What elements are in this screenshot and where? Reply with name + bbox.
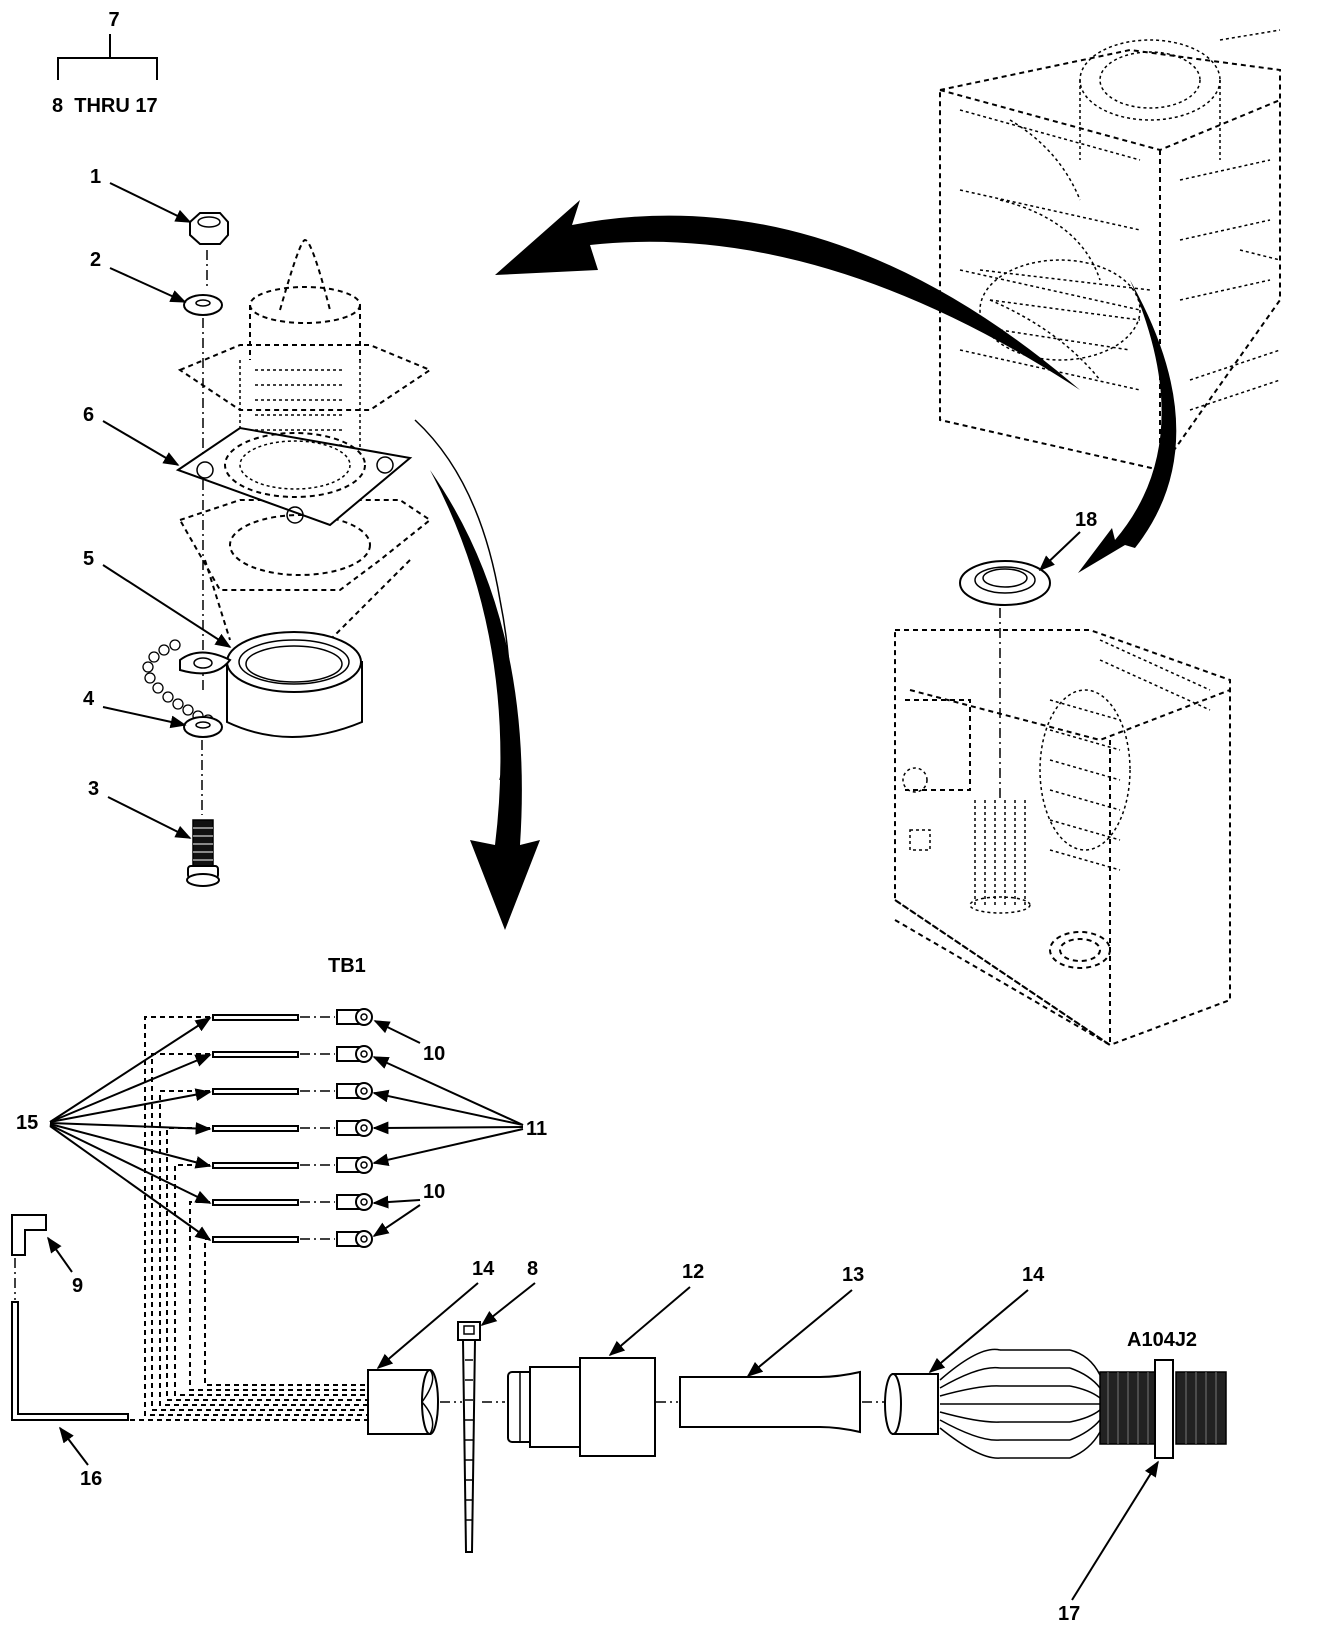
equipment-chassis-upper [495,29,1281,573]
shrink-sleeve-right [884,1373,939,1435]
group-callout: 7 8 THRU 17 [52,9,158,117]
callouts-lower: 10 11 10 15 9 16 14 8 12 13 14 A104J2 [16,1017,1197,1625]
cable-tie [457,1321,481,1553]
connector-label: A104J2 [1127,1329,1197,1351]
sleeve-tube [11,1301,129,1421]
callout-4: 4 [83,688,95,710]
callout-14-right: 14 [1022,1264,1045,1286]
receptacle-connector [1099,1359,1227,1459]
grommet [959,560,1051,606]
callouts-upper: 1 2 6 5 4 3 [83,166,232,839]
heat-shrink-tubing [679,1370,861,1434]
callout-8-thru-17: 8 THRU 17 [52,95,158,117]
callout-9: 9 [72,1275,83,1297]
wire-harness [11,1008,1227,1553]
callout-7: 7 [108,9,119,31]
terminal-board-label: TB1 [328,955,366,977]
callout-2: 2 [90,249,101,271]
shrink-sleeve-left [367,1369,439,1435]
connector-backshell [507,1357,656,1457]
washer-upper [183,294,223,316]
callout-5: 5 [83,548,94,570]
callout-10-bottom: 10 [423,1181,445,1203]
callout-13: 13 [842,1264,864,1286]
callout-15: 15 [16,1112,38,1134]
callout-17: 17 [1058,1603,1080,1625]
callout-14-left: 14 [472,1258,495,1280]
callout-16: 16 [80,1468,102,1490]
callout-8: 8 [527,1258,538,1280]
hex-nut [189,212,229,245]
callout-18: 18 [1075,509,1097,531]
screw [186,819,220,887]
callout-12: 12 [682,1261,704,1283]
terminal-lugs [336,1008,373,1248]
callout-10-top: 10 [423,1043,445,1065]
callout-3: 3 [88,778,99,800]
equipment-chassis-lower [894,560,1231,1047]
callout-1: 1 [90,166,101,188]
sleeve-cap [11,1214,47,1256]
washer-lower [183,716,223,738]
dust-cap [142,631,363,738]
callout-11: 11 [526,1118,547,1140]
callout-6: 6 [83,404,94,426]
connector-assembly-upper [142,212,540,930]
flange-plate [175,426,413,527]
wire-leads [212,1014,299,1243]
